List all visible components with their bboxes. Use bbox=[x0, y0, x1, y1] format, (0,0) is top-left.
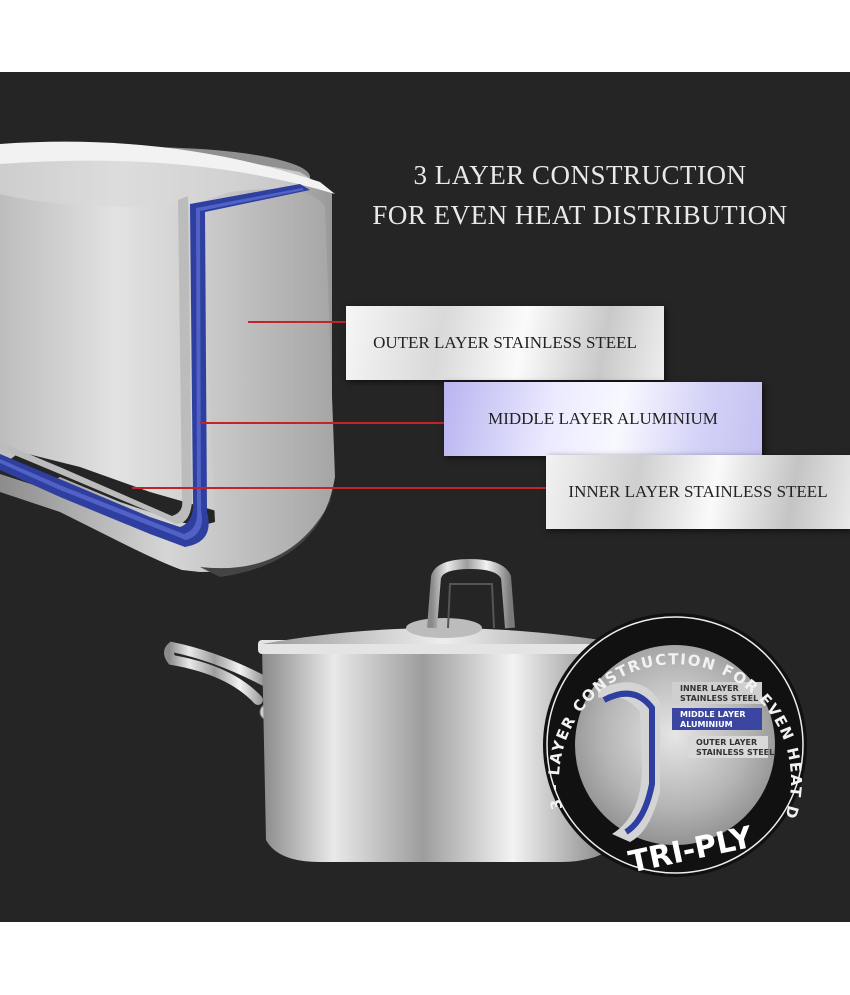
badge-middle-label-1: MIDDLE LAYER bbox=[680, 710, 746, 719]
middle-layer-label: MIDDLE LAYER ALUMINIUM bbox=[444, 382, 762, 456]
headline-line-2: FOR EVEN HEAT DISTRIBUTION bbox=[372, 200, 788, 230]
cutaway-illustration bbox=[0, 141, 807, 877]
tri-ply-badge bbox=[543, 613, 807, 877]
cutaway-pot bbox=[0, 141, 335, 577]
badge-brand: TRI-PLY bbox=[626, 820, 757, 881]
inner-layer-label: INNER LAYER STAINLESS STEEL bbox=[546, 455, 850, 529]
headline-line-1: 3 LAYER CONSTRUCTION bbox=[413, 160, 747, 190]
badge-text: 3 - LAYER CONSTRUCTION FOR EVEN HEAT DIS… bbox=[0, 72, 804, 881]
stockpot-image bbox=[164, 558, 628, 862]
badge-outer-label-2: STAINLESS STEEL bbox=[696, 748, 774, 757]
badge-outer-label-1: OUTER LAYER bbox=[696, 738, 757, 747]
badge-inner-label-2: STAINLESS STEEL bbox=[680, 694, 758, 703]
product-panel: 3 LAYER CONSTRUCTION FOR EVEN HEAT DISTR… bbox=[0, 72, 850, 922]
badge-inner-label-1: INNER LAYER bbox=[680, 684, 739, 693]
outer-layer-label: OUTER LAYER STAINLESS STEEL bbox=[346, 306, 664, 380]
badge-middle-label-2: ALUMINIUM bbox=[680, 720, 733, 729]
